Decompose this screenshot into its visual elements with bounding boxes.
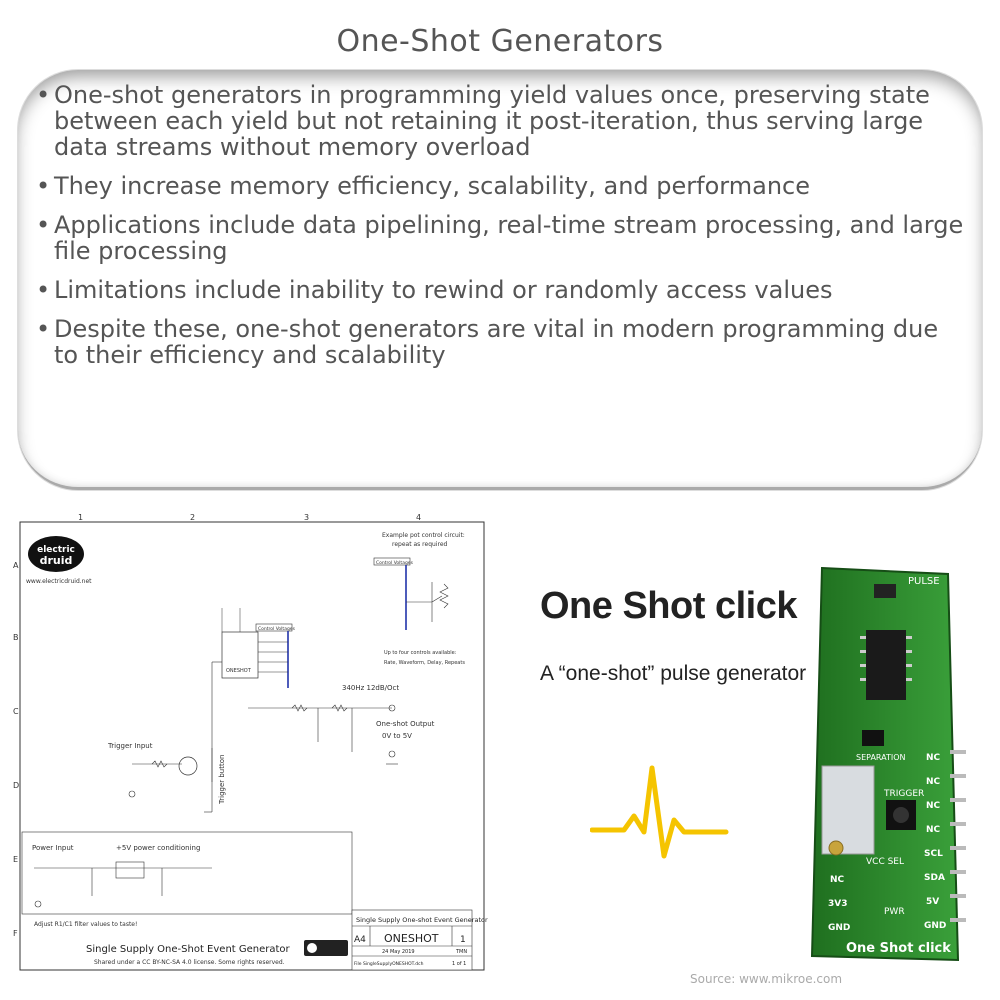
board-label-vccsel: VCC SEL <box>866 857 904 867</box>
pin-right: SDA <box>924 873 945 883</box>
control-voltages-label: Control Voltages <box>376 560 414 566</box>
electric-druid-logo: electric druid <box>28 536 84 572</box>
pin-right: 5V <box>926 897 939 907</box>
pulse-icon <box>590 765 729 859</box>
pin-right: GND <box>924 921 946 931</box>
website-text: www.electricdruid.net <box>26 578 92 585</box>
row-label: B <box>13 633 19 642</box>
col-label: 1 <box>78 513 83 522</box>
schematic-license: Shared under a CC BY-NC-SA 4.0 license. … <box>94 959 285 966</box>
filter-note: Adjust R1/C1 filter values to taste! <box>34 921 137 928</box>
product-title: One Shot click <box>540 585 797 627</box>
control-voltages-label-2: Control Voltages <box>258 626 296 632</box>
trigger-input-label: Trigger Input <box>107 742 153 750</box>
col-label: 4 <box>416 513 421 522</box>
bullet-text: One-shot generators in programming yield… <box>54 81 930 161</box>
tb-rev: 1 <box>460 935 466 945</box>
bullet-item: •Limitations include inability to rewind… <box>36 277 966 303</box>
row-label: A <box>13 561 19 570</box>
row-label: D <box>13 781 19 790</box>
tb-model: ONESHOT <box>384 932 439 945</box>
control-note2: Rate, Waveform, Delay, Repeats <box>384 660 465 666</box>
row-label: E <box>13 855 18 864</box>
control-note1: Up to four controls available: <box>384 650 457 656</box>
output-label: One-shot Output <box>376 720 435 728</box>
row-label: F <box>13 929 18 938</box>
product-subtitle: A “one-shot” pulse generator <box>540 662 807 685</box>
filter-label: 340Hz 12dB/Oct <box>342 684 399 692</box>
bullet-list: •One-shot generators in programming yiel… <box>36 82 966 381</box>
pin-left: NC <box>830 875 845 885</box>
pin-right: NC <box>926 825 941 835</box>
board-label-separation: SEPARATION <box>856 753 906 762</box>
bullet-item: •They increase memory efficiency, scalab… <box>36 173 966 199</box>
pin-right: NC <box>926 753 941 763</box>
bullet-text: Limitations include inability to rewind … <box>54 276 833 304</box>
bullet-text: They increase memory efficiency, scalabi… <box>54 172 810 200</box>
row-label: C <box>13 707 19 716</box>
tb-file: File SingleSupplyONESHOT.dch <box>354 961 424 967</box>
power-cond-label: +5V power conditioning <box>116 844 200 852</box>
board-label-pulse: PULSE <box>908 576 940 587</box>
pot-title: Example pot control circuit: <box>382 532 465 539</box>
pin-right: NC <box>926 777 941 787</box>
board-label-trigger: TRIGGER <box>883 789 924 799</box>
one-shot-click-board: PULSE TRIGGER SEPARATION VCC SEL PWR NC … <box>810 566 966 962</box>
chip-label: ONESHOT <box>226 668 252 674</box>
col-label: 3 <box>304 513 309 522</box>
bullet-card <box>18 70 982 490</box>
bullet-dot: • <box>36 172 51 200</box>
schematic-main-title: Single Supply One-Shot Event Generator <box>86 944 291 955</box>
tb-date: 24 May 2019 <box>382 949 415 955</box>
trigger-button-label: Trigger button <box>218 755 226 805</box>
pin-left: GND <box>828 923 850 933</box>
tb-size: A4 <box>354 935 366 945</box>
pin-left: 3V3 <box>828 899 848 909</box>
tb-title: Single Supply One-shot Event Generator <box>356 916 488 924</box>
output-range: 0V to 5V <box>382 732 412 740</box>
bullet-text: Despite these, one-shot generators are v… <box>54 315 939 369</box>
board-name: One Shot click <box>846 941 951 956</box>
svg-text:electric: electric <box>37 545 75 555</box>
source-credit: Source: www.mikroe.com <box>690 972 843 986</box>
bullet-dot: • <box>36 81 51 109</box>
tb-sheet: 1 of 1 <box>452 961 466 967</box>
board-label-pwr: PWR <box>884 907 905 917</box>
pin-right: SCL <box>924 849 943 859</box>
bullet-dot: • <box>36 211 51 239</box>
col-label: 2 <box>190 513 195 522</box>
pin-right: NC <box>926 801 941 811</box>
tb-drawn: TMN <box>455 949 467 955</box>
bullet-item: •One-shot generators in programming yiel… <box>36 82 966 160</box>
svg-text:druid: druid <box>40 554 73 567</box>
pot-title2: repeat as required <box>392 541 448 548</box>
power-input-label: Power Input <box>32 844 74 852</box>
schematic-diagram: 1 2 3 4 A B C D E F electric druid www.e… <box>13 513 488 971</box>
page-title: One-Shot Generators <box>336 24 664 59</box>
bullet-dot: • <box>36 276 51 304</box>
bullet-item: •Applications include data pipelining, r… <box>36 212 966 264</box>
cc-license-badge <box>304 940 348 956</box>
bullet-text: Applications include data pipelining, re… <box>54 211 964 265</box>
bullet-dot: • <box>36 315 51 343</box>
bullet-item: •Despite these, one-shot generators are … <box>36 316 966 368</box>
